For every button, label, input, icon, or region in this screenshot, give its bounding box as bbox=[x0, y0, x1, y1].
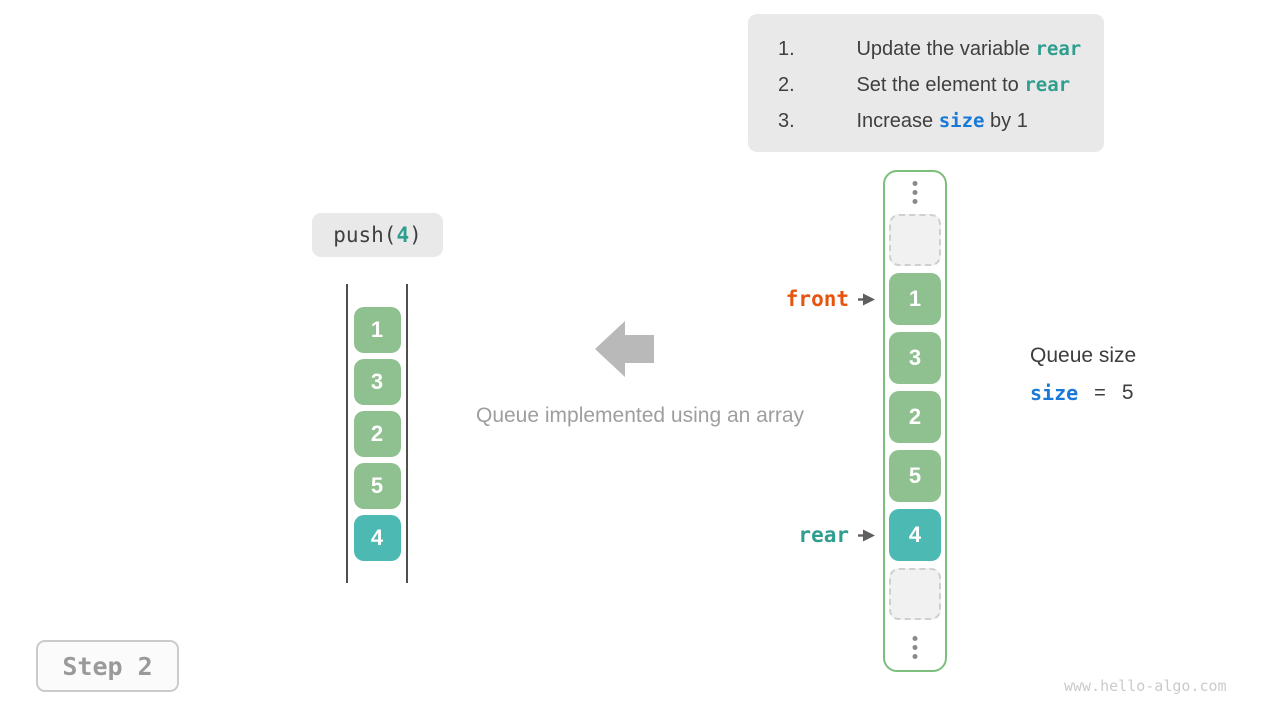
stack-cell-value: 5 bbox=[370, 473, 384, 498]
array-cell-value: 5 bbox=[908, 463, 922, 488]
rear-label: rear bbox=[798, 523, 849, 547]
queue-size-expression: size = 5 bbox=[1030, 381, 1136, 405]
arrowhead-icon bbox=[858, 293, 875, 305]
array-cell-rear: 4 bbox=[889, 509, 941, 561]
rear-pointer: rear bbox=[798, 523, 875, 547]
step-text-after: by 1 bbox=[984, 109, 1028, 132]
step-text-before: Update the variable bbox=[856, 37, 1036, 60]
steps-panel: 1. Update the variable rear 2. Set the e… bbox=[748, 14, 1104, 152]
array-cell-value: 1 bbox=[908, 286, 922, 311]
step-number: 2. bbox=[778, 73, 795, 96]
arrowhead-icon bbox=[858, 529, 875, 541]
stack-cell: 5 bbox=[353, 463, 401, 509]
push-suffix: ) bbox=[409, 223, 422, 247]
equals-sign: = bbox=[1094, 381, 1106, 404]
stack-cell-value: 3 bbox=[370, 369, 384, 394]
size-variable: size bbox=[1030, 381, 1079, 405]
step-text-before: Increase bbox=[856, 109, 939, 132]
inline-code-size: size bbox=[938, 109, 985, 132]
array-cell: 1 bbox=[889, 273, 941, 325]
push-argument: 4 bbox=[396, 223, 410, 247]
step-item-3: 3. Increase size by 1 bbox=[778, 103, 1104, 139]
queue-size-panel: Queue size size = 5 bbox=[1030, 344, 1136, 405]
array-cell-value: 2 bbox=[908, 404, 922, 429]
stack-cell-value: 4 bbox=[370, 525, 384, 550]
array-cell-empty bbox=[889, 568, 941, 620]
ellipsis-icon bbox=[912, 636, 918, 659]
queue-size-title: Queue size bbox=[1030, 344, 1137, 367]
stack-cell: 1 bbox=[353, 307, 401, 353]
step-item-2: 2. Set the element to rear bbox=[778, 67, 1104, 103]
stack-cell-new: 4 bbox=[353, 515, 401, 561]
step-badge: Step 2 bbox=[36, 640, 179, 692]
queue-array: 1 3 2 5 4 bbox=[883, 170, 947, 672]
step-text-before: Set the element to bbox=[856, 73, 1025, 96]
queue-stack: 1 3 2 5 4 bbox=[346, 284, 408, 583]
size-value: 5 bbox=[1121, 381, 1134, 404]
step-number: 1. bbox=[778, 37, 795, 60]
step-item-1: 1. Update the variable rear bbox=[778, 31, 1104, 67]
array-cell-value: 4 bbox=[908, 522, 922, 547]
inline-code-rear: rear bbox=[1024, 73, 1071, 96]
step-text: Increase size by 1 bbox=[812, 87, 1028, 156]
step-text: Set the element to rear bbox=[812, 51, 1070, 120]
array-caption: Queue implemented using an array bbox=[475, 404, 805, 427]
watermark: www.hello-algo.com bbox=[1064, 677, 1227, 695]
inline-code-rear: rear bbox=[1035, 37, 1082, 60]
stack-cell: 3 bbox=[353, 359, 401, 405]
array-cell: 3 bbox=[889, 332, 941, 384]
array-cell: 2 bbox=[889, 391, 941, 443]
step-number: 3. bbox=[778, 109, 795, 132]
step-text: Update the variable rear bbox=[812, 15, 1081, 84]
array-cell-value: 3 bbox=[908, 345, 922, 370]
ellipsis-icon bbox=[912, 181, 918, 204]
stack-cell-value: 1 bbox=[370, 317, 384, 342]
push-prefix: push( bbox=[333, 223, 397, 247]
array-cell-empty bbox=[889, 214, 941, 266]
stack-cell: 2 bbox=[353, 411, 401, 457]
block-arrow-left-icon bbox=[595, 321, 654, 382]
front-pointer: front bbox=[786, 287, 875, 311]
step-badge-label: Step 2 bbox=[62, 651, 153, 681]
push-call-label: push(4) bbox=[312, 213, 443, 257]
stack-cell-value: 2 bbox=[370, 421, 384, 446]
front-label: front bbox=[785, 287, 849, 311]
array-cell: 5 bbox=[889, 450, 941, 502]
